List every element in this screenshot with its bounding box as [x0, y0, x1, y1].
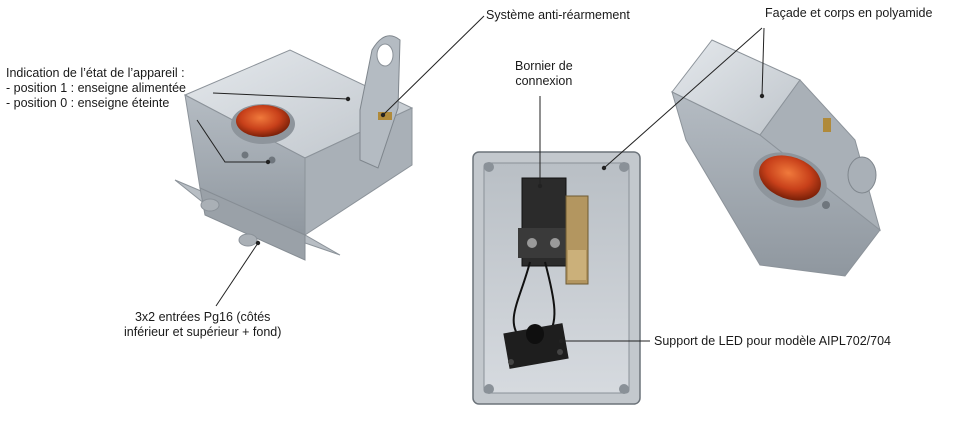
leader-facade-middle — [603, 27, 763, 169]
label-entries-line2: inférieur et supérieur + fond) — [124, 325, 282, 339]
label-terminal-block: Bornier de connexion — [515, 59, 573, 89]
label-terminal-line2: connexion — [515, 74, 573, 88]
right-red-lens — [759, 155, 821, 201]
leader-lines — [196, 15, 765, 342]
leader-facade-right — [761, 27, 765, 97]
label-anti-reset: Système anti-réarmement — [486, 8, 630, 22]
label-entries: 3x2 entrées Pg16 (côtés inférieur et sup… — [124, 310, 281, 340]
label-state-indication: Indication de l’état de l’appareil : - p… — [6, 66, 186, 111]
leader-entries — [215, 242, 259, 307]
label-entries-line1: 3x2 entrées Pg16 (côtés — [134, 310, 271, 324]
right-lever — [847, 156, 877, 194]
label-state-line1: Indication de l’état de l’appareil : — [6, 66, 185, 80]
leader-dots — [255, 93, 765, 344]
anti-reset-pin — [378, 112, 392, 120]
middle-device — [472, 151, 641, 405]
leader-state-top — [212, 92, 349, 100]
right-device — [671, 39, 881, 277]
led-support — [503, 323, 569, 369]
leader-anti-reset — [382, 15, 485, 116]
label-terminal-line1: Bornier de — [515, 59, 573, 73]
label-led-support: Support de LED pour modèle AIPL702/704 — [654, 334, 891, 348]
label-facade: Façade et corps en polyamide — [765, 6, 933, 20]
label-state-line3: - position 0 : enseigne éteinte — [6, 96, 170, 110]
label-state-line2: - position 1 : enseigne alimentée — [6, 81, 186, 95]
leader-state-bottom — [196, 119, 268, 163]
red-lens — [236, 105, 290, 137]
left-device — [174, 35, 414, 261]
lever-handle — [359, 35, 401, 169]
